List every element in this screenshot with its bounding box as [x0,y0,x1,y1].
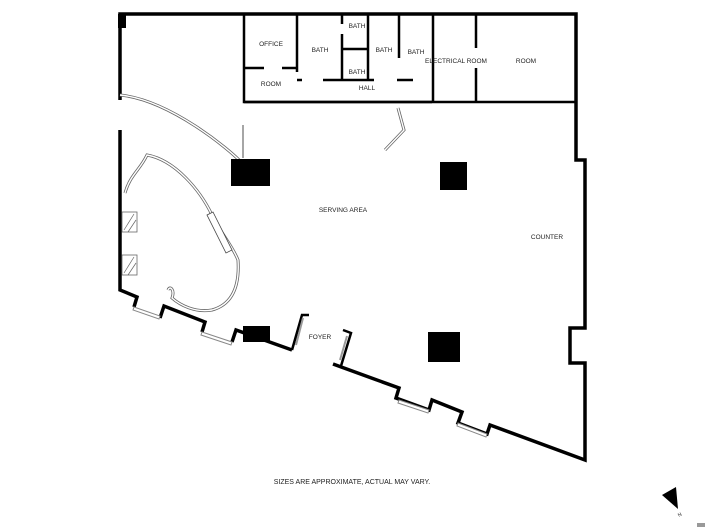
room-label-office: OFFICE [259,41,283,48]
room-label-bath-5: BATH [408,49,425,56]
room-label-bath-2: BATH [349,23,366,30]
room-label-bath-4: BATH [376,47,393,54]
disclaimer-text: SIZES ARE APPROXIMATE, ACTUAL MAY VARY. [274,479,431,486]
room-label-bath-3: BATH [349,69,366,76]
curved-bar [119,93,406,313]
columns [231,159,467,362]
interior-walls [242,14,576,104]
room-label-room-small: ROOM [261,81,281,88]
fireplace [121,211,138,276]
room-label-counter: COUNTER [531,234,563,241]
room-label-hall: HALL [359,85,376,92]
north-arrow-icon: N [662,487,683,519]
room-label-electrical-room: ELECTRICAL ROOM [425,58,487,65]
north-label: N [677,512,683,519]
corner-mark [697,523,705,527]
room-label-serving-area: SERVING AREA [319,207,368,214]
room-label-room-large: ROOM [516,58,536,65]
windows [132,306,488,438]
room-label-foyer: FOYER [309,334,332,341]
foyer-walls [290,313,353,367]
room-label-bath-1: BATH [312,47,329,54]
